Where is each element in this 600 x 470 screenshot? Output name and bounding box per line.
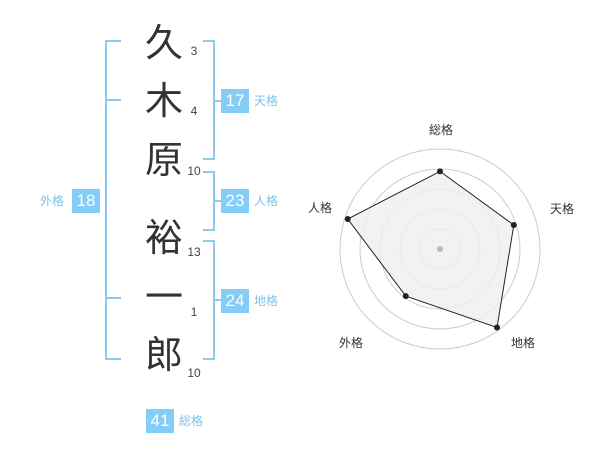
radar-point [510, 222, 517, 229]
radar-label-tenkaku: 天格 [549, 202, 574, 216]
radar-point [437, 168, 443, 175]
radar-point [402, 293, 409, 300]
name-char-6: 郎 [144, 333, 183, 377]
gaikaku-label: 外格 [40, 194, 65, 208]
jinkaku-label: 人格 [254, 194, 279, 208]
name-char-4: 裕 [144, 216, 183, 260]
jinkaku-value: 23 [221, 189, 249, 213]
radar-label-chikaku: 地格 [510, 336, 535, 350]
name-char-5: 一 [144, 275, 183, 319]
tenkaku-label: 天格 [254, 94, 279, 108]
radar-points [344, 168, 517, 331]
soukaku-value: 41 [146, 409, 174, 433]
stroke-count-1: 3 [190, 44, 198, 58]
stroke-count-3: 10 [187, 164, 201, 178]
name-char-1: 久 [144, 21, 183, 65]
radar-center-dot [437, 246, 443, 252]
gaikaku-value: 18 [72, 189, 100, 213]
name-column: 久 3 木 4 原 10 裕 13 一 1 郎 10 18 外格 17 天格 2 [40, 21, 279, 433]
chikaku-value: 24 [221, 289, 249, 313]
stroke-count-5: 1 [190, 305, 198, 319]
radar-score-polygon [346, 170, 515, 329]
stroke-count-6: 10 [187, 366, 201, 380]
radar-label-gaikaku: 外格 [338, 336, 363, 350]
name-char-2: 木 [144, 79, 183, 123]
radar-label-soukaku: 総格 [428, 123, 453, 137]
radar-point [344, 216, 351, 223]
radar-label-jinkaku: 人格 [307, 201, 332, 215]
stroke-count-4: 13 [187, 245, 201, 259]
soukaku-label: 総格 [179, 414, 204, 428]
chikaku-label: 地格 [254, 294, 279, 308]
radar-point [494, 324, 501, 331]
stroke-count-2: 4 [190, 104, 198, 118]
radar-grid-ring [339, 148, 541, 350]
name-char-3: 原 [144, 138, 183, 182]
tenkaku-value: 17 [221, 89, 249, 113]
